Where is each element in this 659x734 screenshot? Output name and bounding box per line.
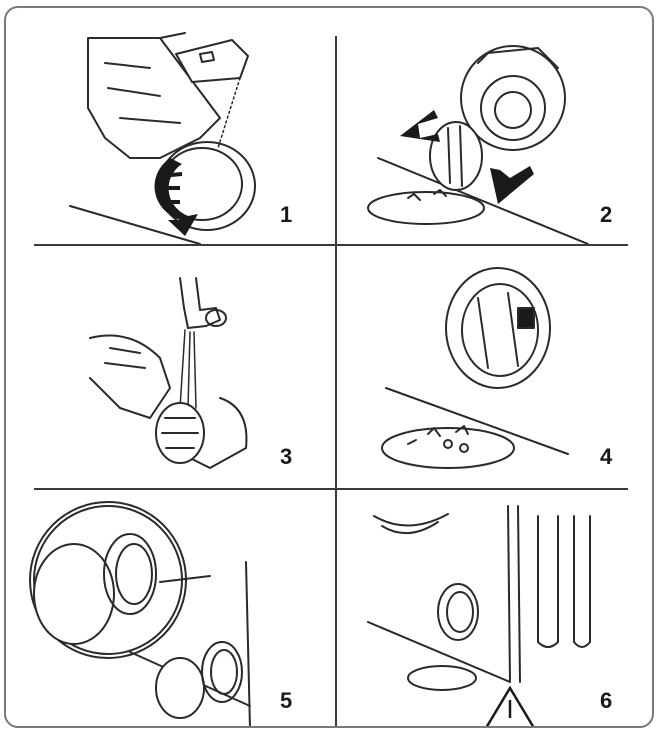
- opening-small: [201, 641, 243, 703]
- catch-dish: [407, 665, 477, 691]
- step-number: 2: [600, 202, 613, 227]
- arrow-left: [400, 110, 440, 142]
- filter-opening: [437, 583, 479, 641]
- step-2-illustration: [367, 45, 589, 244]
- horizontal-divider-1: [34, 244, 628, 246]
- step-6-illustration: [367, 505, 591, 726]
- step-number: 4: [600, 444, 613, 469]
- step-6-panel: 6: [338, 492, 652, 726]
- machine-edge: [245, 561, 251, 726]
- step-3-illustration: [89, 277, 248, 469]
- base-plate: [367, 191, 485, 225]
- floor-line: [377, 157, 589, 244]
- cover-detail: [33, 543, 115, 645]
- floor-line: [69, 205, 201, 244]
- step-2-panel: 2: [338, 8, 652, 244]
- step-5-illustration: [29, 501, 251, 726]
- step-number: 5: [280, 688, 293, 713]
- cover-small: [155, 657, 205, 719]
- step-1-illustration: [69, 32, 256, 244]
- horizontal-divider-2: [34, 488, 628, 490]
- instruction-frame: 1 2: [4, 6, 654, 728]
- step-4-panel: 4: [338, 248, 652, 484]
- opening-detail: [103, 533, 157, 615]
- hand-shape: [87, 37, 221, 159]
- step-number: 1: [280, 202, 293, 227]
- vertical-divider: [335, 36, 337, 726]
- faucet: [179, 277, 221, 329]
- step-3-panel: 3: [10, 248, 332, 484]
- water-stream: [179, 329, 197, 409]
- pump-housing: [460, 45, 566, 151]
- filter-cylinder: [429, 121, 483, 191]
- machine-top-curve: [373, 513, 449, 527]
- floor-line: [385, 387, 569, 455]
- machine-side: [507, 505, 511, 683]
- step-1-panel: 1: [10, 8, 332, 244]
- step-number: 6: [600, 688, 613, 713]
- step-number: 3: [280, 444, 293, 469]
- arrow-down-left: [490, 166, 534, 204]
- step-5-panel: 5: [10, 492, 332, 726]
- left-hand: [89, 334, 171, 419]
- step-4-illustration: [381, 267, 569, 469]
